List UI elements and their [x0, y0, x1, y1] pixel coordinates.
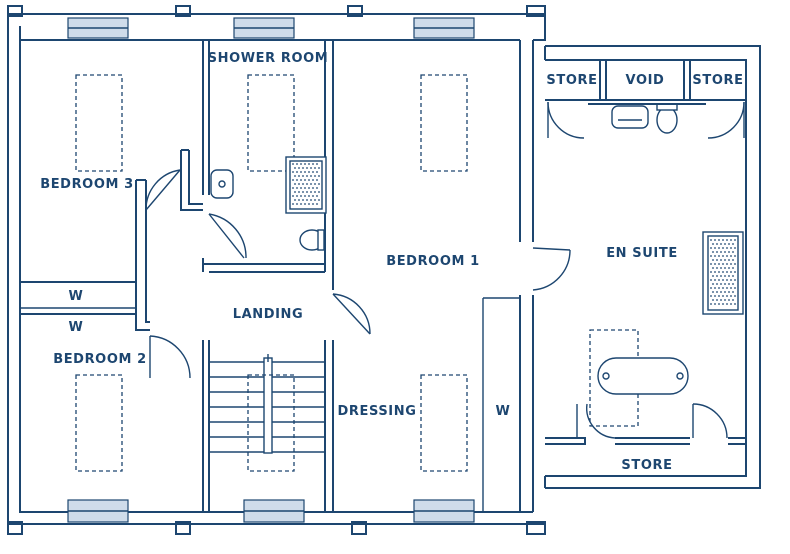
label-bedroom-2: BEDROOM 2 [53, 352, 147, 367]
label-dressing: DRESSING [337, 404, 416, 419]
label-en-suite: EN SUITE [606, 246, 678, 261]
outer-walls [7, 5, 761, 535]
label-wardrobe-1: W [69, 289, 84, 304]
shower-tray-dots [292, 163, 736, 305]
doors [145, 101, 745, 439]
windows-top [67, 17, 475, 39]
rooflights [75, 74, 639, 472]
label-wardrobe-2: W [69, 320, 84, 335]
label-store-bottom: STORE [621, 458, 672, 473]
staircase [209, 354, 325, 454]
label-void: VOID [626, 73, 665, 88]
label-wardrobe-3: W [496, 404, 511, 419]
label-bedroom-1: BEDROOM 1 [386, 254, 480, 269]
windows-bottom [67, 499, 475, 523]
interior-walls [20, 40, 746, 512]
label-store-left: STORE [546, 73, 597, 88]
label-shower-room: SHOWER ROOM [208, 51, 329, 66]
label-store-right: STORE [692, 73, 743, 88]
fixtures [210, 103, 744, 395]
room-labels: SHOWER ROOM BEDROOM 3 BEDROOM 1 BEDROOM … [40, 51, 743, 473]
label-landing: LANDING [233, 307, 304, 322]
label-bedroom-3: BEDROOM 3 [40, 177, 134, 192]
